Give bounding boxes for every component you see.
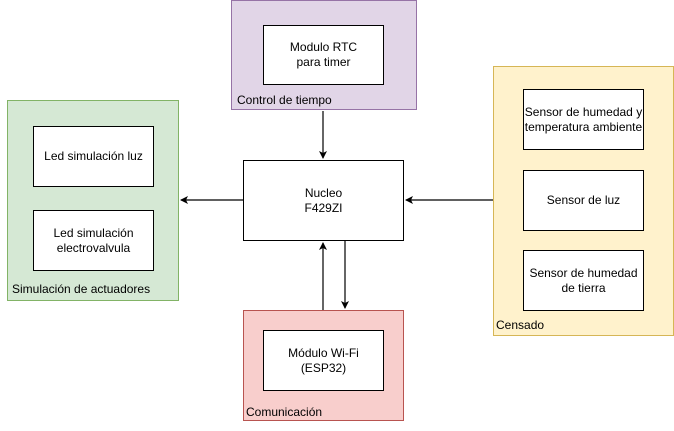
group-label-control: Control de tiempo	[237, 93, 332, 107]
node-text: (ESP32)	[300, 360, 347, 375]
node-text: de tierra	[561, 280, 606, 295]
node-text: Led simulación luz	[44, 149, 143, 163]
node-text: temperatura ambiente	[524, 119, 643, 134]
group-label-actuators: Simulación de actuadores	[12, 282, 151, 296]
node-text: Sensor de humedad y	[524, 104, 643, 119]
node-text: Led simulación	[53, 225, 134, 240]
node-text: Sensor de humedad	[529, 265, 638, 280]
group-label-comms: Comunicación	[246, 405, 323, 419]
node-text: electrovalvula	[56, 240, 131, 255]
group-control-de-tiempo: Control de tiempo	[231, 0, 417, 110]
group-label-sensing: Censado	[496, 318, 545, 332]
node-text: Modulo RTC	[289, 40, 358, 54]
node-text: Módulo Wi-Fi	[288, 345, 359, 360]
node-text: F429ZI	[304, 200, 343, 215]
node-text: Nucleo	[304, 185, 343, 200]
node-text: para timer	[296, 55, 351, 69]
node-text: Sensor de luz	[546, 193, 621, 207]
node-modulo-wifi[interactable]: Módulo Wi-Fi(ESP32)	[263, 330, 384, 391]
node-sensor-luz[interactable]: Sensor de luz	[523, 170, 644, 231]
node-led-simulacion-luz[interactable]: Led simulación luz	[33, 126, 154, 187]
